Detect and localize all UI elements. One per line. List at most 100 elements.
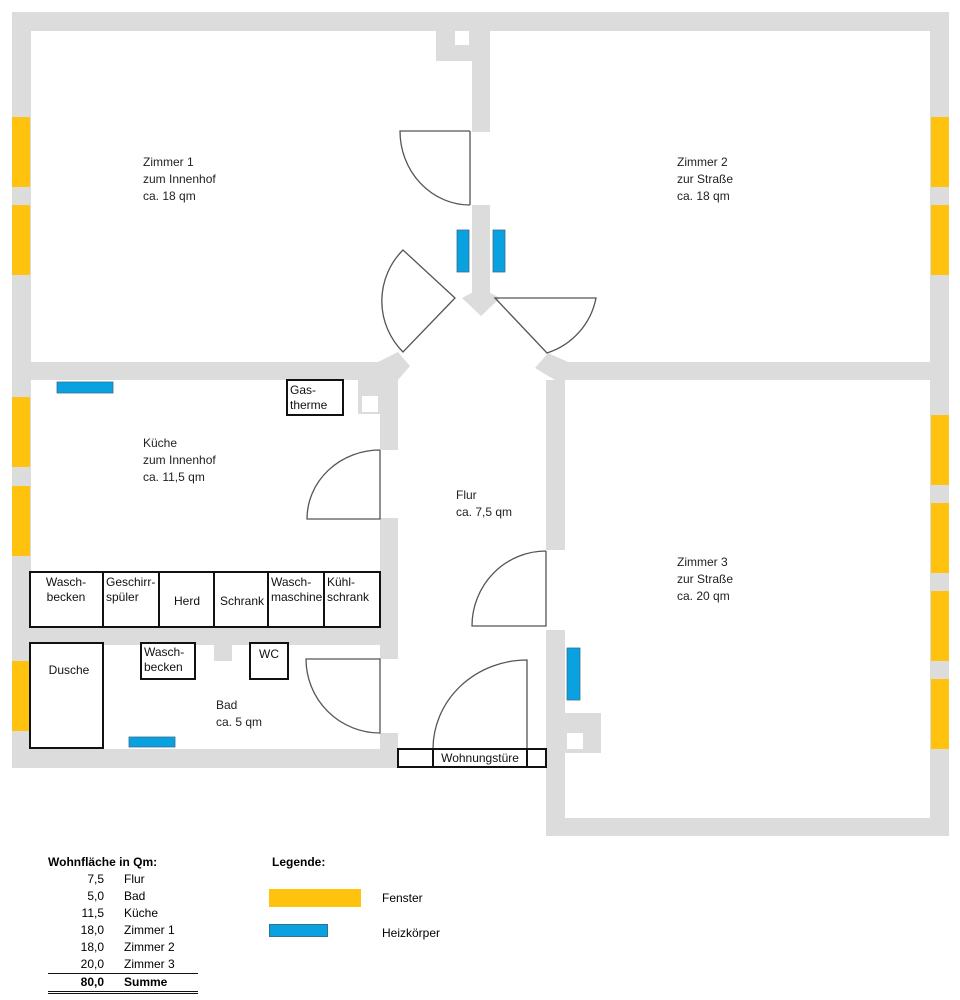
wall-bath-right-lower	[380, 733, 398, 768]
label-line: ca. 18 qm	[677, 189, 730, 203]
fixture-label-gastherme: Gas-therme	[290, 383, 328, 412]
wohnungstuer	[397, 748, 547, 768]
wall-zimmer3-left-upper	[546, 380, 565, 550]
label-line: Dusche	[49, 663, 90, 677]
label-line: Wohnungstüre	[441, 751, 519, 765]
waschbecken-bad	[140, 642, 196, 680]
wall-zimmer2-bottom	[560, 362, 949, 380]
area-name: Flur	[124, 872, 145, 886]
window	[12, 397, 30, 467]
label-line: becken	[47, 590, 86, 604]
area-name: Küche	[124, 906, 159, 920]
legend-title: Legende:	[272, 855, 326, 869]
window	[931, 591, 949, 661]
label-line: becken	[144, 660, 183, 674]
fixture-label-dusche: Dusche	[49, 663, 90, 677]
window	[931, 415, 949, 485]
label-line: zum Innenhof	[143, 172, 216, 186]
area-value: 18,0	[80, 940, 104, 954]
label-line: zur Straße	[677, 172, 733, 186]
area-row: 18,0 Zimmer 2	[48, 939, 198, 956]
window	[12, 661, 30, 731]
area-name: Zimmer 3	[124, 957, 175, 971]
fixture-label-waschbecken-kueche: Wasch-becken	[46, 575, 86, 604]
label-line: ca. 5 qm	[216, 715, 262, 729]
wall-kitchen-right-middle	[380, 518, 398, 630]
label-line: Schrank	[220, 594, 265, 608]
walls	[12, 12, 949, 836]
label-line: Wasch-	[144, 645, 184, 659]
area-sum-row: 80,0 Summe	[48, 973, 198, 994]
window	[12, 205, 30, 275]
area-value: 5,0	[87, 889, 104, 903]
fixture-label-waschbecken-bad: Wasch-becken	[144, 645, 184, 674]
area-name: Zimmer 2	[124, 940, 175, 954]
window	[931, 205, 949, 275]
wall-kitchen-bottom	[12, 627, 398, 645]
wall-bath-right-upper	[380, 645, 398, 659]
doors	[305, 130, 597, 750]
label-line: Wasch-	[271, 575, 311, 589]
label-line: schrank	[327, 590, 370, 604]
dusche	[29, 642, 104, 749]
label-line: zum Innenhof	[143, 453, 216, 467]
radiator	[56, 381, 114, 394]
label-line: ca. 20 qm	[677, 589, 730, 603]
window	[931, 679, 949, 749]
window	[931, 117, 949, 187]
label-line: ca. 7,5 qm	[456, 505, 512, 519]
radiator	[566, 647, 581, 701]
label-line: Zimmer 1	[143, 155, 194, 169]
label-line: Flur	[456, 488, 477, 502]
area-value: 20,0	[80, 957, 104, 971]
door-bath[interactable]	[305, 658, 381, 734]
fixture-label-geschirrspueler: Geschirr-spüler	[106, 575, 155, 604]
fixture-label-wc: WC	[259, 647, 279, 661]
room-label-zimmer1: Zimmer 1 zum Innenhof ca. 18 qm	[143, 155, 216, 203]
label-line: Zimmer 2	[677, 155, 728, 169]
wc	[249, 642, 289, 680]
door-zimmer3[interactable]	[471, 550, 547, 627]
wall-corner-right	[535, 353, 568, 380]
area-row: 20,0 Zimmer 3	[48, 956, 198, 973]
wall-divider-tip	[462, 288, 500, 316]
door-kitchen[interactable]	[306, 449, 381, 520]
area-table-title: Wohnfläche in Qm:	[48, 855, 158, 869]
wall-bottom-left	[12, 749, 398, 768]
label-line: ca. 11,5 qm	[143, 470, 205, 484]
door-entrance[interactable]	[432, 659, 528, 750]
room-label-flur: Flur ca. 7,5 qm	[456, 488, 512, 519]
label-line: zur Straße	[677, 572, 733, 586]
radiator	[492, 229, 506, 273]
label-line: Gas-	[290, 383, 316, 397]
door-zimmer1-flur[interactable]	[381, 249, 456, 353]
label-line: maschine	[271, 590, 323, 604]
area-name: Zimmer 1	[124, 923, 175, 937]
label-line: Geschirr-	[106, 575, 155, 589]
label-line: Herd	[174, 594, 200, 608]
label-line: ca. 18 qm	[143, 189, 196, 203]
fixture-label-waschmaschine: Wasch-maschine	[271, 575, 323, 604]
wall-bottom-right	[546, 818, 949, 836]
legend-window-swatch	[269, 889, 361, 907]
wall-left	[12, 12, 31, 768]
label-line: WC	[259, 647, 279, 661]
area-sum-name: Summe	[124, 975, 168, 989]
door-zimmer2-flur[interactable]	[493, 297, 597, 354]
gastherme	[286, 379, 344, 416]
area-sum-value: 80,0	[80, 975, 104, 989]
label-line: Zimmer 3	[677, 555, 728, 569]
label-line: spüler	[106, 590, 139, 604]
radiator	[128, 736, 176, 748]
fixture-label-schrank: Schrank	[220, 594, 265, 608]
windows	[12, 117, 949, 749]
door-zimmer1[interactable]	[399, 130, 471, 206]
legend-radiator-label: Heizkörper	[382, 926, 441, 940]
wall-zimmer1-bottom	[12, 362, 378, 380]
fixture-label-kuehlschrank: Kühl-schrank	[327, 575, 370, 604]
